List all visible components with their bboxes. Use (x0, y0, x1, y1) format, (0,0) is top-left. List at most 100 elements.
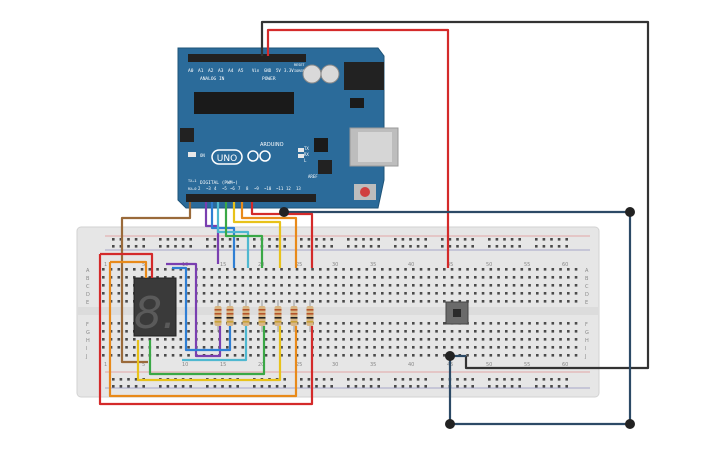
breadboard-hole[interactable] (427, 354, 431, 357)
breadboard-hole[interactable] (202, 322, 206, 325)
breadboard-hole[interactable] (102, 300, 105, 303)
breadboard-hole[interactable] (102, 354, 105, 357)
breadboard-hole[interactable] (497, 338, 500, 341)
breadboard-hole[interactable] (311, 300, 314, 303)
breadboard-hole[interactable] (574, 268, 578, 271)
breadboard-hole[interactable] (427, 276, 431, 279)
breadboard-hole[interactable] (221, 385, 224, 388)
breadboard-hole[interactable] (520, 354, 524, 357)
breadboard-hole[interactable] (450, 338, 454, 341)
breadboard-hole[interactable] (443, 268, 446, 271)
breadboard-hole[interactable] (536, 354, 539, 357)
breadboard-hole[interactable] (257, 300, 260, 303)
breadboard-hole[interactable] (125, 292, 128, 295)
breadboard-hole[interactable] (497, 300, 500, 303)
breadboard-hole[interactable] (226, 300, 229, 303)
breadboard-hole[interactable] (377, 378, 380, 381)
breadboard-hole[interactable] (311, 284, 314, 287)
breadboard-hole[interactable] (350, 292, 353, 295)
breadboard-hole[interactable] (409, 245, 412, 248)
breadboard-hole[interactable] (488, 245, 491, 248)
breadboard-hole[interactable] (159, 238, 162, 241)
breadboard-hole[interactable] (369, 238, 373, 241)
breadboard-hole[interactable] (233, 284, 237, 287)
breadboard-hole[interactable] (357, 322, 361, 325)
breadboard-hole[interactable] (409, 238, 412, 241)
breadboard-hole[interactable] (443, 354, 446, 357)
breadboard-hole[interactable] (396, 284, 400, 287)
breadboard-hole[interactable] (125, 284, 128, 287)
breadboard-hole[interactable] (365, 322, 369, 325)
breadboard-hole[interactable] (233, 354, 237, 357)
breadboard-hole[interactable] (140, 338, 144, 341)
breadboard-hole[interactable] (574, 330, 578, 333)
breadboard-hole[interactable] (574, 300, 578, 303)
breadboard-hole[interactable] (373, 322, 376, 325)
breadboard-hole[interactable] (503, 245, 506, 248)
breadboard-hole[interactable] (505, 292, 508, 295)
breadboard-hole[interactable] (542, 238, 546, 241)
breadboard-hole[interactable] (489, 346, 493, 349)
breadboard-hole[interactable] (268, 385, 271, 388)
breadboard-hole[interactable] (565, 238, 568, 241)
breadboard-hole[interactable] (125, 346, 128, 349)
breadboard-hole[interactable] (272, 322, 276, 325)
breadboard-hole[interactable] (388, 300, 392, 303)
breadboard-hole[interactable] (125, 338, 128, 341)
breadboard-hole[interactable] (388, 322, 392, 325)
breadboard-hole[interactable] (435, 276, 438, 279)
breadboard-hole[interactable] (543, 354, 547, 357)
breadboard-hole[interactable] (505, 338, 508, 341)
breadboard-hole[interactable] (481, 322, 485, 325)
breadboard-hole[interactable] (272, 346, 276, 349)
power-analog-header[interactable] (188, 54, 298, 62)
breadboard-hole[interactable] (542, 245, 546, 248)
breadboard-hole[interactable] (503, 238, 506, 241)
breadboard-hole[interactable] (334, 322, 338, 325)
breadboard-hole[interactable] (557, 378, 561, 381)
breadboard-hole[interactable] (365, 338, 369, 341)
breadboard-hole[interactable] (189, 245, 192, 248)
breadboard-hole[interactable] (268, 238, 271, 241)
breadboard-hole[interactable] (542, 385, 546, 388)
breadboard-hole[interactable] (350, 284, 353, 287)
breadboard-hole[interactable] (102, 276, 105, 279)
breadboard-hole[interactable] (512, 300, 516, 303)
breadboard-hole[interactable] (268, 245, 271, 248)
breadboard-hole[interactable] (489, 284, 493, 287)
breadboard-hole[interactable] (334, 300, 338, 303)
breadboard-hole[interactable] (481, 354, 485, 357)
breadboard-hole[interactable] (481, 268, 485, 271)
breadboard-hole[interactable] (419, 300, 423, 303)
breadboard-hole[interactable] (474, 354, 477, 357)
wire-yellow[interactable] (136, 202, 282, 382)
breadboard-hole[interactable] (142, 385, 145, 388)
breadboard-hole[interactable] (187, 338, 190, 341)
breadboard-hole[interactable] (280, 292, 283, 295)
breadboard-hole[interactable] (319, 268, 322, 271)
breadboard-hole[interactable] (179, 330, 183, 333)
breadboard-hole[interactable] (280, 276, 283, 279)
breadboard-hole[interactable] (435, 346, 438, 349)
breadboard-hole[interactable] (179, 292, 183, 295)
breadboard-hole[interactable] (443, 338, 446, 341)
breadboard-hole[interactable] (307, 378, 311, 381)
breadboard-hole[interactable] (288, 346, 291, 349)
breadboard-hole[interactable] (241, 276, 245, 279)
breadboard-hole[interactable] (334, 268, 338, 271)
breadboard-hole[interactable] (574, 346, 578, 349)
breadboard-hole[interactable] (412, 284, 415, 287)
breadboard-hole[interactable] (512, 346, 516, 349)
breadboard-hole[interactable] (427, 268, 431, 271)
breadboard-hole[interactable] (319, 346, 322, 349)
breadboard-hole[interactable] (156, 268, 159, 271)
breadboard-hole[interactable] (102, 338, 105, 341)
breadboard-hole[interactable] (253, 385, 256, 388)
breadboard-hole[interactable] (228, 245, 232, 248)
breadboard-hole[interactable] (187, 300, 190, 303)
junction-dot[interactable] (279, 207, 289, 217)
breadboard-hole[interactable] (528, 292, 531, 295)
breadboard-hole[interactable] (419, 346, 423, 349)
breadboard-hole[interactable] (404, 292, 407, 295)
breadboard-hole[interactable] (187, 268, 190, 271)
